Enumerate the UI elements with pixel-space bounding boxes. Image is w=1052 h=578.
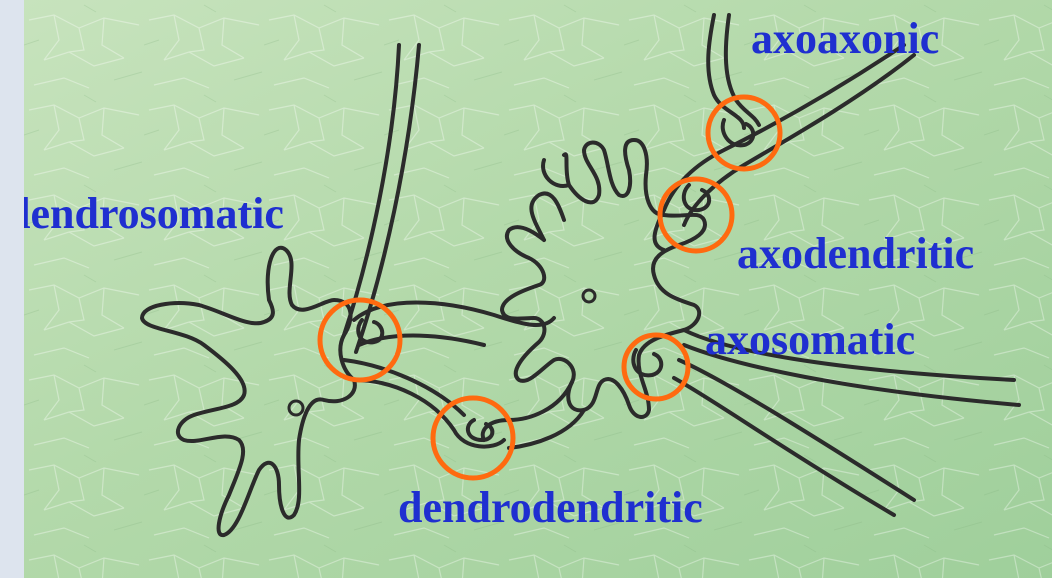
diagram-canvas: axoaxonic dendrosomatic axodendritic axo… xyxy=(24,0,1052,578)
label-axosomatic: axosomatic xyxy=(705,318,915,362)
label-axoaxonic: axoaxonic xyxy=(751,17,939,61)
label-dendrosomatic: dendrosomatic xyxy=(24,192,284,236)
label-dendrodendritic: dendrodendritic xyxy=(398,486,703,530)
label-axodendritic: axodendritic xyxy=(737,232,974,276)
left-margin-strip xyxy=(0,0,24,578)
